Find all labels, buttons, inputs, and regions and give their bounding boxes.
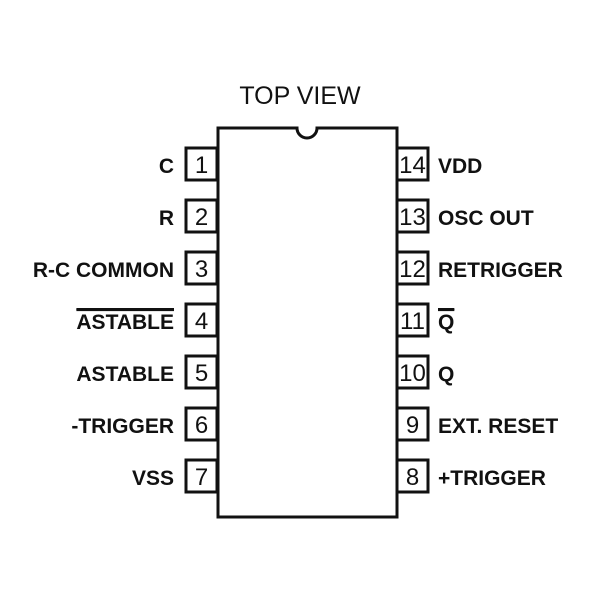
pin-number: 2 (195, 204, 208, 231)
pin-label: C (159, 155, 174, 178)
pin-4: 4 ASTABLE (76, 302, 219, 338)
pin-12: 12 RETRIGGER (395, 250, 563, 286)
pin-9: 9 EXT. RESET (395, 406, 558, 442)
pin-number: 8 (406, 464, 419, 491)
pin-number: 3 (195, 256, 208, 283)
pin-14: 14 VDD (395, 146, 482, 182)
pin-box (395, 198, 430, 234)
pin-number: 9 (406, 412, 419, 439)
pin-number: 7 (195, 464, 208, 491)
pin-8: 8 +TRIGGER (395, 458, 546, 494)
pin-number: 5 (195, 360, 208, 387)
pin-1: 1C (159, 146, 219, 182)
pin-label: -TRIGGER (71, 415, 174, 438)
pin-box (184, 198, 219, 234)
pin-box (395, 250, 430, 286)
pin-11: 11 Q (395, 302, 455, 338)
pin-number: 14 (399, 152, 426, 179)
pin-box (395, 146, 430, 182)
pin-13: 13 OSC OUT (395, 198, 534, 234)
pin-number: 12 (399, 256, 426, 283)
pin-box (184, 458, 219, 494)
pin-box (184, 302, 219, 338)
pin-box (395, 354, 430, 390)
pin-number: 4 (195, 308, 208, 335)
pin-label: VDD (438, 155, 482, 178)
pin-10: 10 Q (395, 354, 454, 390)
pin-label: VSS (132, 467, 174, 490)
pin-box (395, 458, 430, 494)
pin-box (184, 146, 219, 182)
pin-number: 6 (195, 412, 208, 439)
pin-box (395, 302, 430, 338)
pin-box (184, 406, 219, 442)
pin-label: Q (438, 311, 454, 334)
pin-label: +TRIGGER (438, 467, 546, 490)
pin-box (395, 406, 430, 442)
pin-label: R (159, 207, 174, 230)
pin-box (184, 354, 219, 390)
pin-box (184, 250, 219, 286)
pin-label: EXT. RESET (438, 415, 558, 438)
pin-number: 1 (195, 152, 208, 179)
pin-3: 3 R-C COMMON (33, 250, 219, 286)
pin-number: 10 (399, 360, 426, 387)
pin-6: 6 -TRIGGER (71, 406, 219, 442)
pin-label: R-C COMMON (33, 259, 174, 282)
chip-body (216, 126, 399, 519)
pin-label: RETRIGGER (438, 259, 563, 282)
pin-7: 7 VSS (132, 458, 219, 494)
pin-label: ASTABLE (76, 363, 174, 386)
diagram-title: TOP VIEW (239, 82, 361, 110)
pin-5: 5 ASTABLE (76, 354, 219, 390)
pin-label: ASTABLE (76, 311, 174, 334)
pin-label: Q (438, 363, 454, 386)
pin-number: 13 (399, 204, 426, 231)
pin-2: 2R (159, 198, 219, 234)
pin-number: 11 (400, 308, 425, 335)
pin-label: OSC OUT (438, 207, 534, 230)
